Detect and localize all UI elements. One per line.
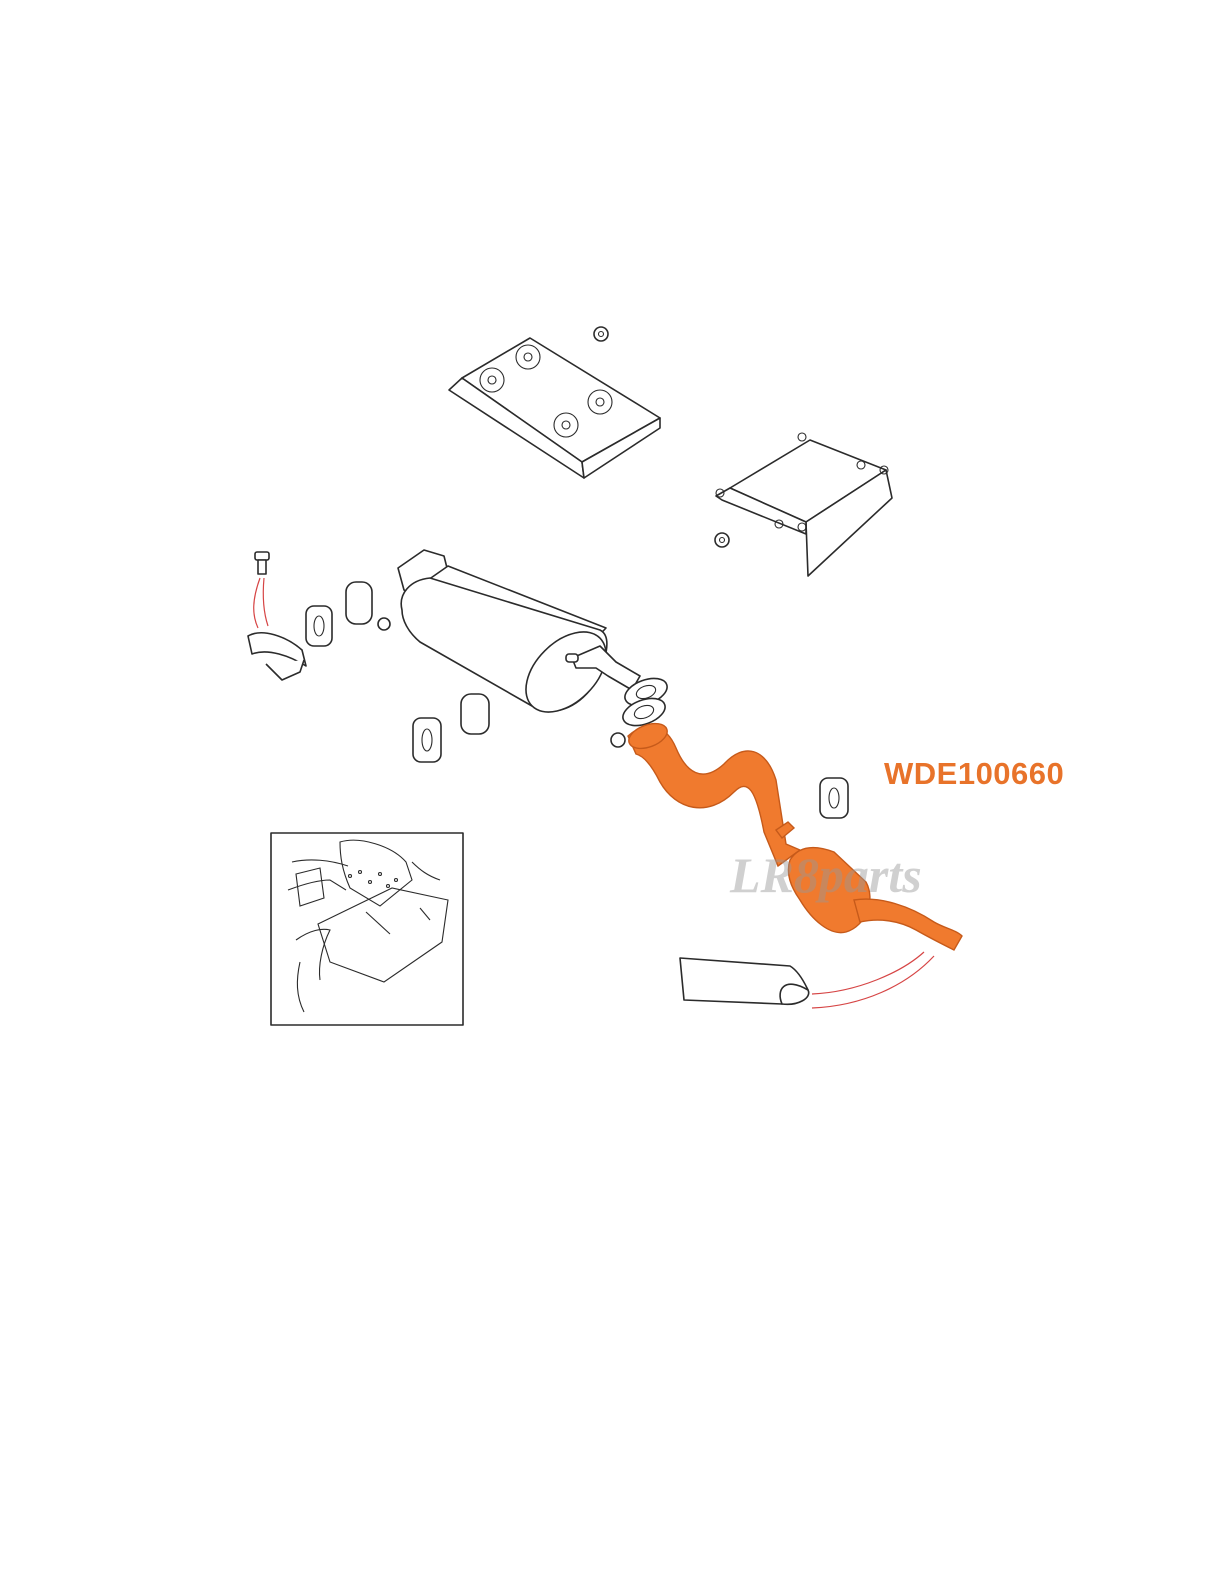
rubber-hanger [819, 777, 849, 819]
part-number-label: WDE100660 [884, 756, 1065, 791]
rubber-hanger [345, 581, 373, 625]
heat-shield-front [448, 337, 661, 479]
flange-gasket [622, 677, 668, 727]
front-silencer [397, 549, 641, 713]
rubber-hanger [460, 693, 490, 735]
rubber-hanger [305, 605, 333, 647]
nut-top [593, 326, 609, 342]
bolt [254, 551, 270, 575]
heat-shield-rear [715, 432, 893, 577]
nut-right [714, 532, 730, 548]
rubber-hanger [412, 717, 442, 763]
nut [377, 617, 391, 631]
exhaust-tip [679, 957, 810, 1006]
inset-detail [270, 832, 464, 1026]
mounting-bracket [247, 632, 307, 681]
tail-pipe-assembly [627, 722, 963, 951]
watermark: LR8parts [730, 847, 922, 903]
nut [610, 732, 626, 748]
